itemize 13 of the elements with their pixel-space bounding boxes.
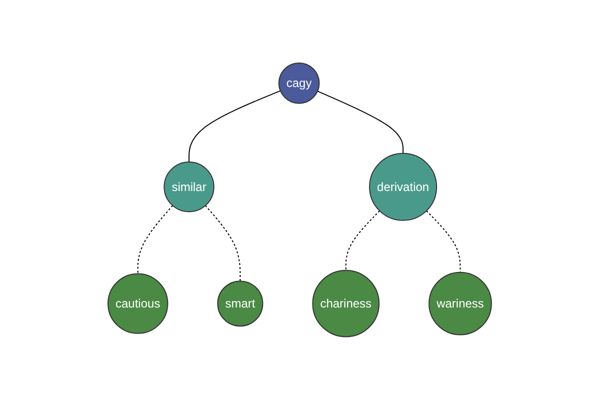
- node-circle: similar: [164, 162, 215, 212]
- connector: [317, 90, 404, 154]
- node-circle: cautious: [108, 273, 168, 334]
- node-circle: wariness: [428, 272, 492, 336]
- connector: [188, 90, 282, 163]
- node-circle: smart: [217, 280, 264, 327]
- connector: [138, 205, 174, 274]
- connector: [346, 210, 380, 272]
- node-circle: cagy: [278, 62, 320, 104]
- node-circle: derivation: [369, 152, 438, 222]
- connector: [205, 205, 241, 282]
- node-circle: chariness: [312, 270, 380, 338]
- connector: [426, 210, 462, 274]
